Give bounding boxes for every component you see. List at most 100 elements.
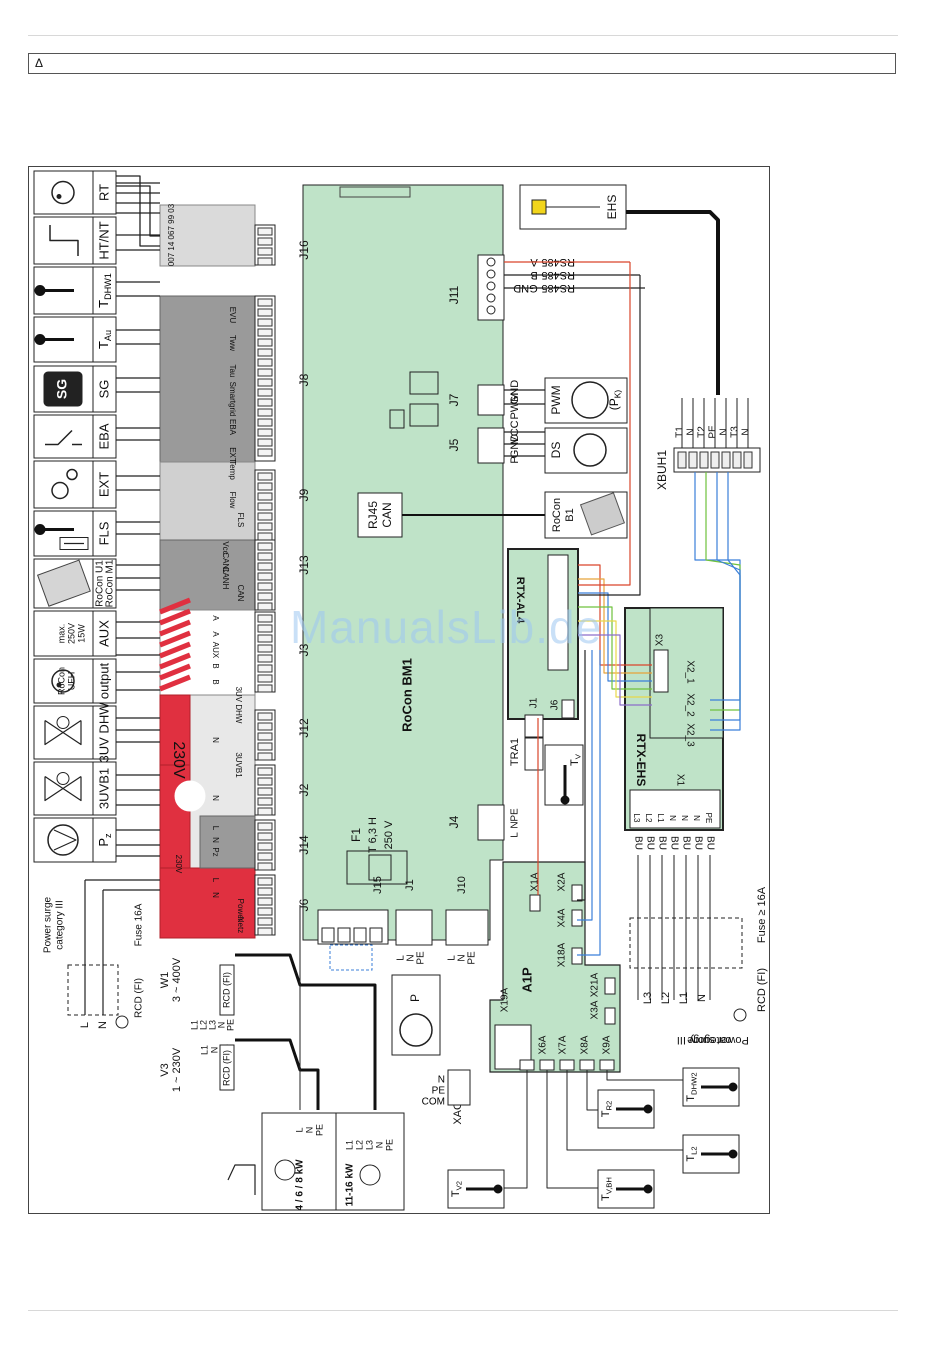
a1p-x6a: X6A <box>538 1035 549 1054</box>
screw <box>257 532 273 541</box>
j15-pin <box>369 927 383 943</box>
strip-j16 <box>159 204 256 267</box>
connector-label-J13: J13 <box>297 555 311 575</box>
a1p-connector <box>571 909 583 927</box>
rt-wire <box>116 175 160 247</box>
j3-label: B <box>211 663 220 668</box>
x6a-wire <box>546 1070 598 1189</box>
screw <box>257 684 273 693</box>
j7-connector <box>477 384 505 416</box>
screw <box>257 624 273 633</box>
ds-pin-label: GND <box>509 434 521 459</box>
outdoor-unit-2-pin: L1 <box>344 1140 354 1150</box>
pump-p-box <box>391 974 441 1056</box>
j14-label: L <box>211 826 220 831</box>
xbuh1-pin-label: T3 <box>730 426 741 438</box>
connector-label-J1: J1 <box>404 879 416 891</box>
rs485-to-al4 <box>578 262 631 586</box>
warning-icon <box>531 199 547 215</box>
j1-pin-label: PE <box>416 951 427 965</box>
bulb <box>34 285 46 296</box>
pressure-sensor-icon <box>573 433 607 467</box>
hatch <box>159 597 191 615</box>
a1p-x4a: X4A <box>557 908 568 927</box>
bulb <box>493 1184 503 1194</box>
interconnect-wire-3 <box>578 606 652 690</box>
j4-connector <box>477 804 505 841</box>
xbuh1-pin-label: N <box>741 428 752 435</box>
screw <box>257 752 273 761</box>
xbuh1-screw <box>732 451 742 469</box>
xbuh1-screw <box>688 451 698 469</box>
a1p-x7a: X7A <box>558 1035 569 1054</box>
w1-label: W1 <box>159 972 171 989</box>
device-label: HT/NT <box>96 221 111 259</box>
a1p-sensor-conn <box>539 1059 555 1071</box>
v3-pin: N <box>209 1047 219 1054</box>
x7a-wire <box>566 1070 683 1151</box>
xbuh1-wire-0 <box>694 472 741 701</box>
rtx-al4-j1-conn <box>524 714 544 738</box>
xag1-pin: COM <box>422 1097 445 1108</box>
pwm-pin-label: PWM <box>509 393 521 420</box>
rtx-ehs-label: RTX-EHS <box>634 734 648 787</box>
rtx-al4-terminal <box>547 554 569 671</box>
v3-pin: L1 <box>199 1045 209 1055</box>
rtx-ehs-x2-2: X2_2 <box>684 693 695 717</box>
j3-label: AUX <box>211 642 220 659</box>
mains-right-surge: Power surge <box>687 1034 749 1046</box>
screw <box>257 298 273 307</box>
x8a-wire <box>586 1070 598 1111</box>
x1-pin: N <box>680 815 689 821</box>
a1p-x19a: X19A <box>500 987 511 1012</box>
interconnect-wire-2 <box>578 592 652 682</box>
j12-label: 3UV DHW <box>234 687 243 724</box>
surge-protector-right <box>629 917 743 969</box>
w1-pin: N <box>216 1022 226 1029</box>
screw <box>257 408 273 417</box>
a1p-sensor-conn <box>559 1059 575 1071</box>
device-small-3: 15W <box>76 624 86 643</box>
xag1-terminal <box>447 1069 471 1106</box>
a1p-connector <box>571 884 583 902</box>
screw <box>257 472 273 481</box>
pump-triangle <box>53 829 77 851</box>
screw <box>257 502 273 511</box>
j15-jumper <box>329 944 373 971</box>
v3-rcd <box>219 1044 235 1091</box>
mains-right-pin: N <box>696 994 708 1002</box>
j13-label: CANH <box>221 567 230 590</box>
w1-pin: L1 <box>189 1020 199 1030</box>
j6-label: Netz <box>236 917 245 933</box>
rj45-label: RJ45 <box>366 501 380 529</box>
j4-pin-label: PE <box>510 808 521 822</box>
j2-n: N <box>211 795 220 801</box>
device-box-0 <box>33 170 117 215</box>
al4-x18a <box>577 650 601 956</box>
connector-label-J3: J3 <box>297 643 311 656</box>
xbuh1-wire-2 <box>710 472 741 721</box>
v3-cable <box>235 1038 320 1110</box>
j11-pin <box>486 293 496 303</box>
hatch <box>159 630 191 648</box>
pwm-pin-label: GND <box>509 380 521 405</box>
al4-x2a <box>577 650 586 901</box>
j6-label: N <box>211 892 220 898</box>
a1p-label: A1P <box>519 967 534 993</box>
screw <box>257 388 273 397</box>
connector-label-J9: J9 <box>297 488 311 501</box>
connector-label-J6: J6 <box>297 898 311 911</box>
device-label: FLS <box>96 521 111 545</box>
sensor-label-0: TDHW2 <box>685 1072 698 1101</box>
j10-pin-label: PE <box>467 951 478 965</box>
screw <box>257 318 273 327</box>
pk-label: (PK) <box>607 390 623 411</box>
w1-rcd <box>219 964 235 1016</box>
smartgrid-icon <box>43 371 83 407</box>
j14-label: 230V <box>174 855 183 874</box>
bu-wire-label: BU <box>668 836 679 850</box>
rt-wire-2 <box>116 185 160 237</box>
strip-j8 <box>159 295 256 463</box>
sensor-label-4: TV2 <box>450 1181 463 1197</box>
